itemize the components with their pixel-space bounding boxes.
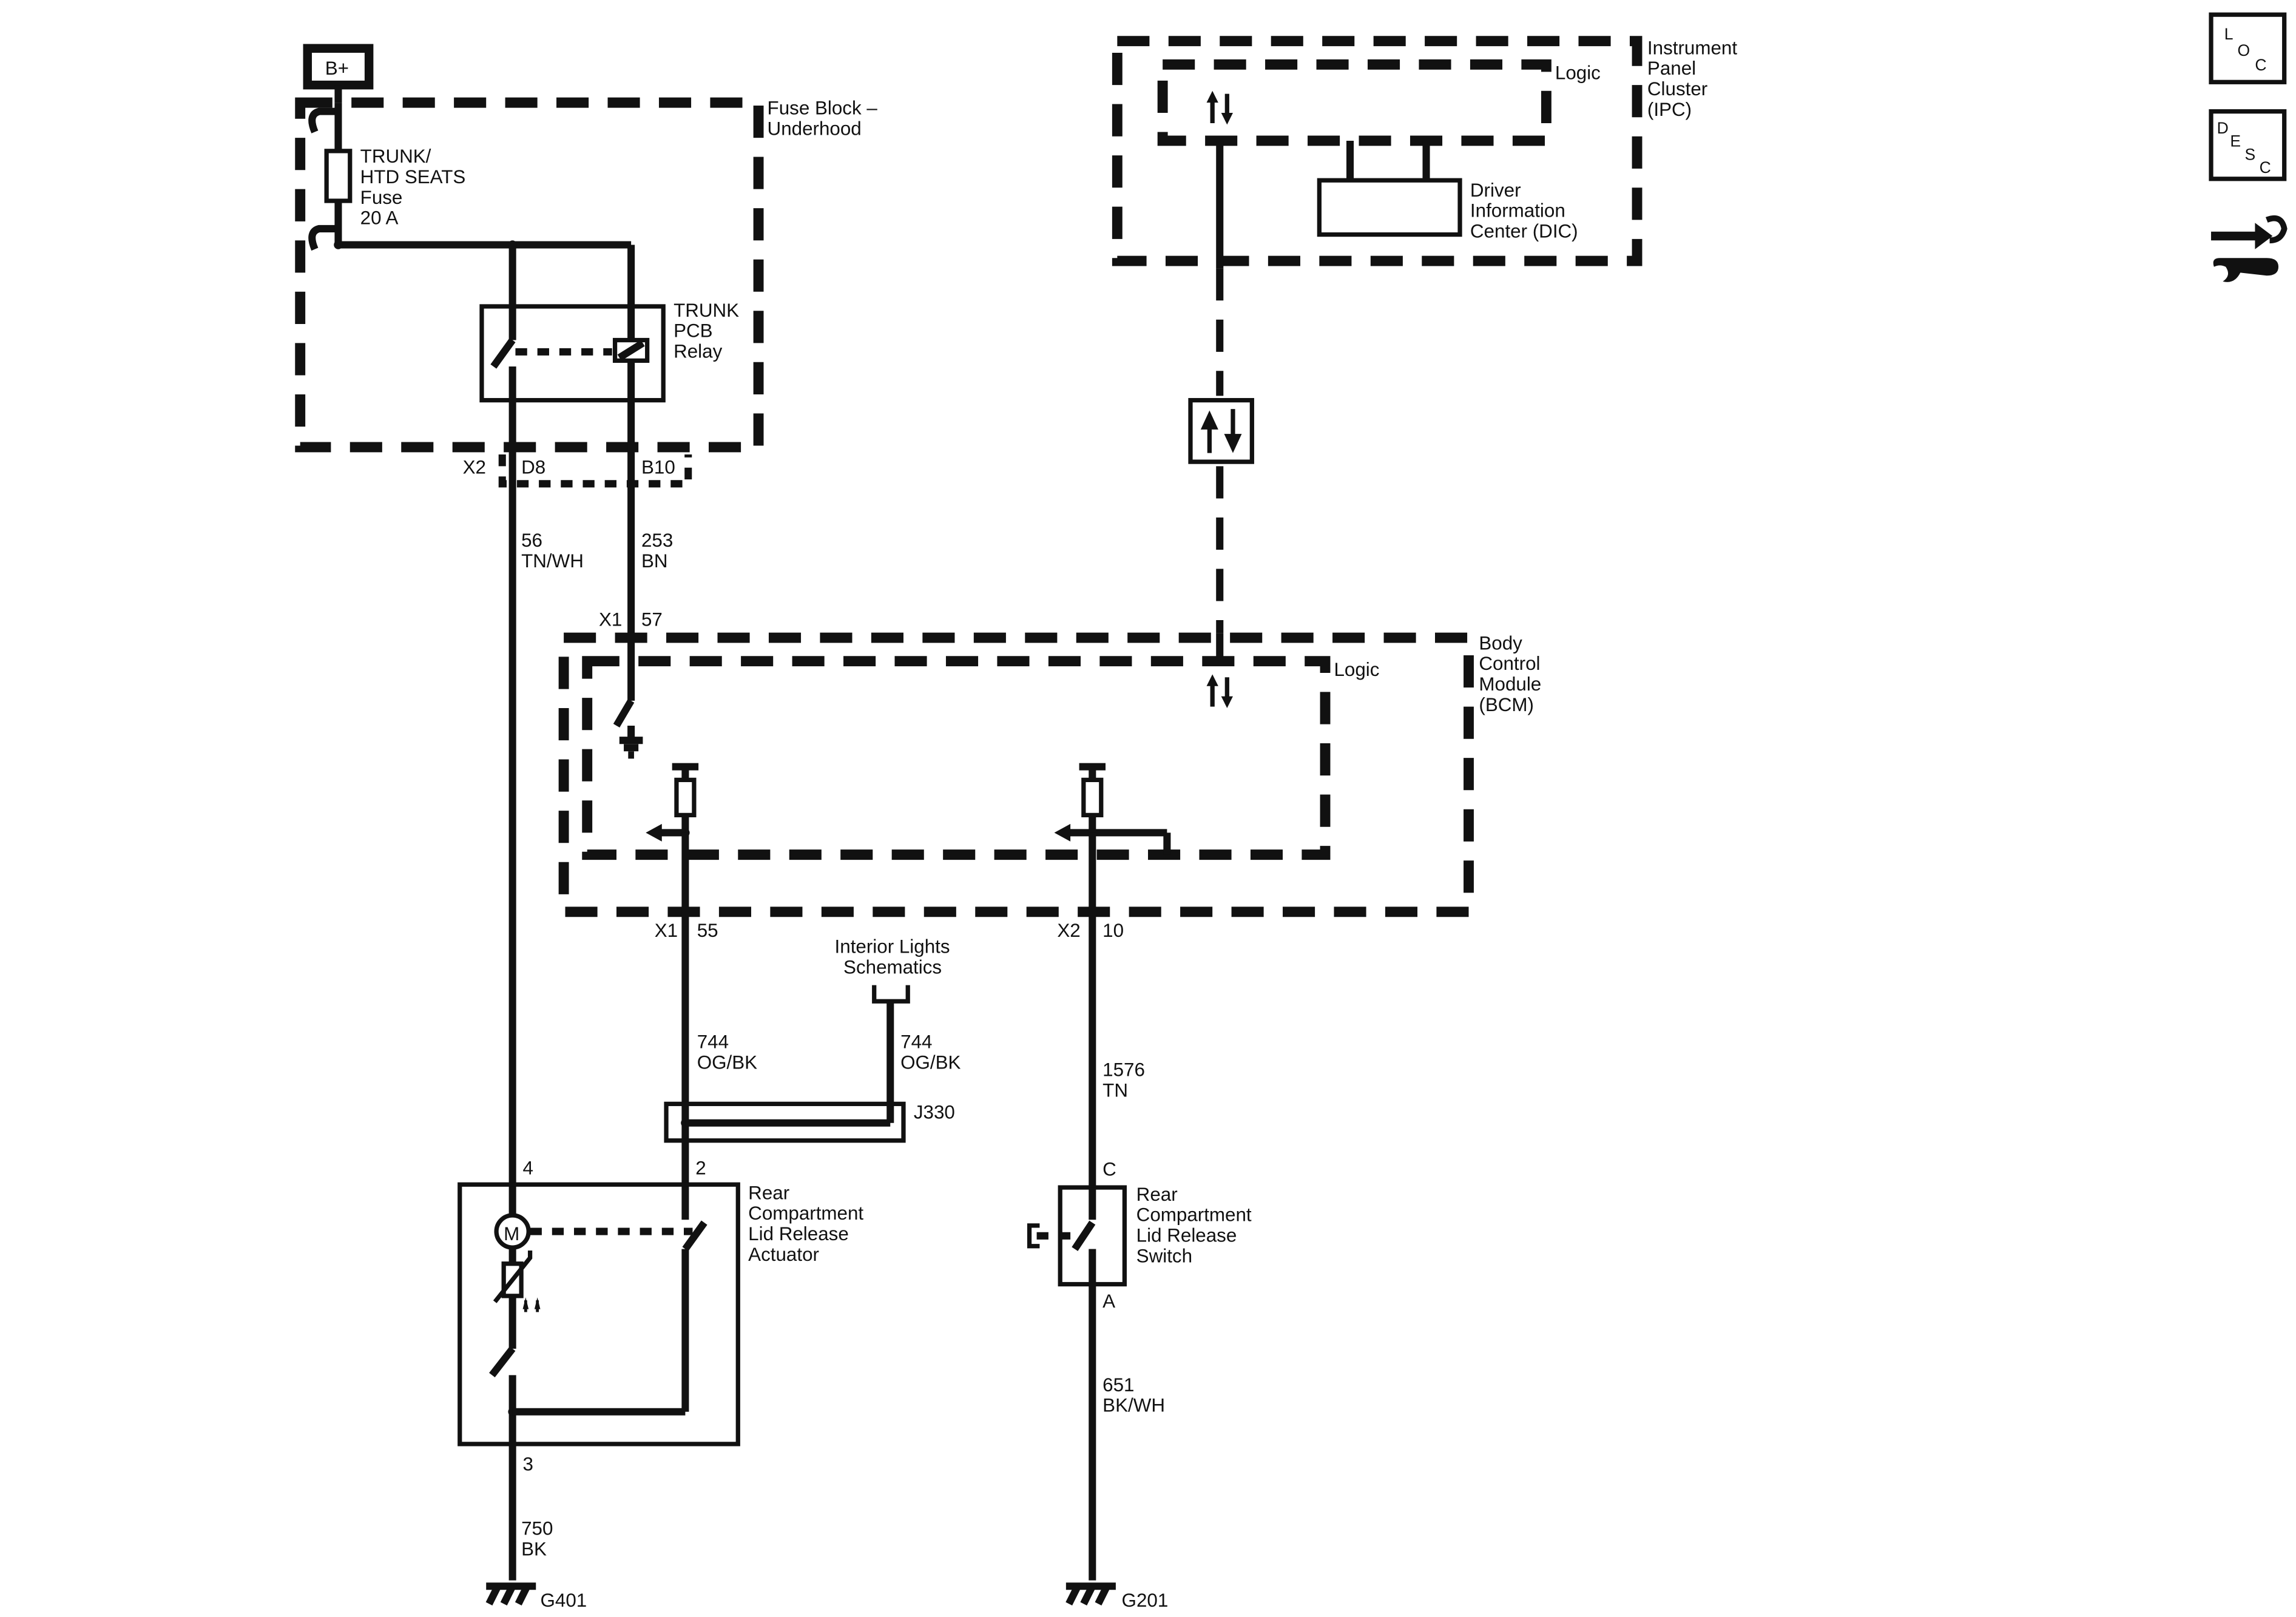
battery-supply: B+ [303,44,374,103]
relay-label-2: PCB [674,320,712,342]
dic-label-2: Information [1470,200,1565,221]
ground-g401: G401 [485,1582,587,1611]
actuator-pin-2: 2 [695,1157,706,1178]
fuse-block-underhood: Fuse Block – Underhood TRUNK/ HTD SEATS … [295,97,878,488]
ipc-name-4: (IPC) [1647,99,1692,120]
wire-1576-circuit: 1576 [1102,1059,1145,1080]
bcm-name-1: Body [1479,632,1522,653]
actuator-label-4: Actuator [748,1244,819,1265]
wire-651-circuit: 651 [1102,1374,1134,1396]
actuator-pin-4: 4 [523,1157,533,1178]
wire-1576-color: TN [1102,1079,1128,1101]
switch-label-2: Compartment [1136,1204,1252,1226]
bcm-pin55-pin: 55 [697,920,718,941]
ipc-name-2: Panel [1647,58,1696,79]
fuse-symbol [324,149,353,203]
loc-o: O [2237,41,2250,59]
serial-data-line [1188,140,1254,663]
bcm-data-arrows-icon [1206,674,1233,708]
relay-label-3: Relay [674,341,722,362]
fuse-label-4: 20 A [360,208,399,229]
ground-g201: G201 [1065,1582,1169,1611]
wire-253-circuit: 253 [641,530,673,551]
dic-label-1: Driver [1470,180,1521,201]
fuse-label-2: HTD SEATS [360,166,466,187]
connector-wrench-icon[interactable] [2211,215,2288,282]
switch-label-4: Switch [1136,1245,1192,1266]
desc-c: C [2260,158,2271,177]
bcm-pin10-connector: X2 [1057,920,1080,941]
ipc-name-1: Instrument [1647,37,1737,58]
dic-label-3: Center (DIC) [1470,220,1578,241]
fuse-block-name-2: Underhood [768,118,862,139]
actuator-pin-3: 3 [523,1453,533,1474]
bcm-name-3: Module [1479,673,1541,695]
instrument-panel-cluster: Logic Instrument Panel Cluster (IPC) Dri… [1112,36,1737,266]
wire-744-left-color: OG/BK [697,1052,757,1073]
actuator-label-3: Lid Release [748,1223,849,1244]
pin-b10-label: B10 [641,456,675,478]
switch-pin-c: C [1102,1159,1116,1180]
wire-744-left-circuit: 744 [697,1031,729,1053]
bcm-name-2: Control [1479,653,1540,674]
desc-s: S [2245,145,2256,163]
bcm-top-pin: 57 [641,609,663,630]
desc-d: D [2217,119,2229,137]
bcm-pin10-pin: 10 [1102,920,1124,941]
desc-icon[interactable]: D E S C [2209,109,2287,181]
serial-data-symbol [1188,397,1254,464]
wire-56-circuit: 56 [521,530,542,551]
ipc-name-3: Cluster [1647,78,1707,100]
motor-label: M [504,1223,519,1244]
loc-l: L [2224,25,2234,43]
desc-e: E [2230,132,2241,150]
interior-lights-reference: Interior Lights Schematics 744 OG/BK [835,936,961,1123]
battery-label: B+ [325,58,349,79]
wire-651-color: BK/WH [1102,1395,1165,1416]
interior-lights-label-1: Interior Lights [835,936,950,957]
wire-744-right-circuit: 744 [900,1031,932,1053]
pin-d8-label: D8 [521,456,545,478]
connector-x2-label: X2 [463,456,486,478]
actuator-label-1: Rear [748,1182,789,1203]
wire-750: 750 BK [521,1518,553,1560]
bcm-logic-label: Logic [1334,659,1379,680]
bcm-top-connector: X1 [599,609,622,630]
interior-lights-label-2: Schematics [843,956,942,977]
wire-750-circuit: 750 [521,1518,553,1539]
splice-label: J330 [914,1101,955,1122]
fuse-label-3: Fuse [360,187,403,208]
wire-744-right-color: OG/BK [900,1052,961,1073]
loc-icon[interactable]: L O C [2209,12,2287,84]
switch-label-3: Lid Release [1136,1224,1237,1246]
bcm-pin55-connector: X1 [655,920,678,941]
splice-j330: J330 [664,1101,955,1143]
trunk-pcb-relay [479,304,666,403]
bcm-name-4: (BCM) [1479,694,1534,715]
wire-253: 253 BN [613,447,673,759]
rear-compartment-lid-release-actuator: 4 2 3 Rear Compartment Lid Release Actua… [458,1157,863,1581]
ipc-data-arrows-icon [1206,90,1233,125]
wire-750-color: BK [521,1539,547,1560]
wire-56: 56 TN/WH [508,447,584,1236]
fuse-label-1: TRUNK/ [360,146,431,167]
switch-label-1: Rear [1136,1184,1178,1205]
fuse-block-name-1: Fuse Block – [768,97,878,118]
wire-651: 651 BK/WH [1102,1374,1165,1416]
ipc-logic-label: Logic [1555,62,1601,83]
actuator-label-2: Compartment [748,1203,863,1224]
wire-1576: 1576 TN [1089,832,1145,1188]
body-control-module: Logic Body Control Module (BCM) X1 57 X1… [558,609,1541,941]
ground-g401-label: G401 [540,1590,587,1611]
wire-253-color: BN [641,550,668,572]
wire-744-left: 744 OG/BK [681,832,757,1220]
rear-compartment-lid-release-switch: C A Rear Compartment Lid Release Switch [1027,1159,1252,1581]
wire-56-color: TN/WH [521,550,584,572]
dic-box [1317,178,1462,237]
loc-c: C [2255,56,2266,74]
ground-g201-label: G201 [1122,1590,1169,1611]
switch-pin-a: A [1102,1291,1115,1312]
relay-label-1: TRUNK [674,300,739,321]
